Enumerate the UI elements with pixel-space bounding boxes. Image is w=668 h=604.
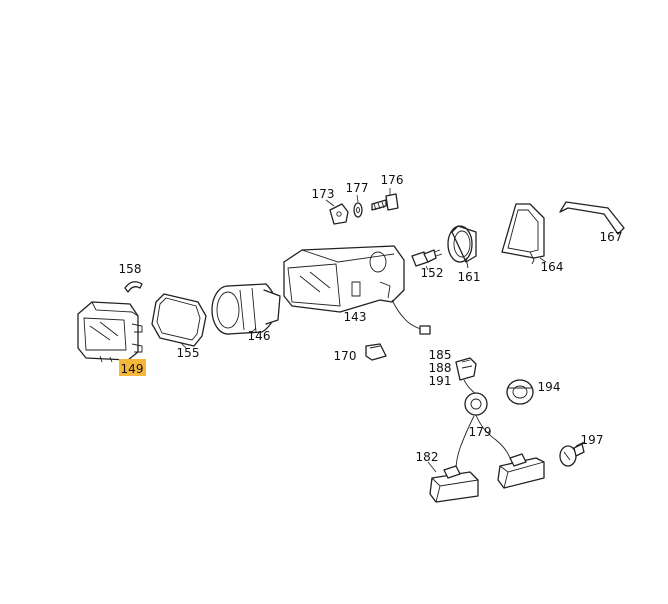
part-182-marker-left[interactable]: [429, 465, 479, 503]
leader-182: [427, 461, 437, 473]
part-149-highlight: [119, 359, 146, 376]
label-143: 143: [344, 310, 367, 324]
label-173: 173: [312, 187, 335, 201]
label-185: 185: [429, 348, 452, 362]
label-161: 161: [458, 270, 481, 284]
part-146-reflector[interactable]: [211, 283, 281, 335]
label-191: 191: [429, 374, 452, 388]
leader-155: [179, 341, 187, 349]
part-176-screw[interactable]: [371, 193, 399, 211]
part-197-bulb[interactable]: [559, 443, 585, 467]
label-164: 164: [541, 260, 564, 274]
part-167-seal[interactable]: [559, 201, 625, 235]
part-179-cable[interactable]: [455, 392, 511, 471]
part-182-marker-right[interactable]: [497, 453, 545, 489]
label-149: 149: [121, 362, 144, 376]
leader-173: [325, 199, 335, 207]
part-170-clip[interactable]: [365, 343, 387, 361]
label-176: 176: [381, 173, 404, 187]
label-188: 188: [429, 361, 452, 375]
leader-146: [251, 327, 257, 333]
label-155: 155: [177, 346, 200, 360]
label-146: 146: [248, 329, 271, 343]
part-155-gasket[interactable]: [151, 293, 207, 347]
part-161-ring[interactable]: [447, 225, 477, 269]
part-158-clip[interactable]: [124, 281, 143, 293]
part-177-washer[interactable]: [353, 202, 363, 218]
leader-152: [425, 265, 429, 271]
label-182: 182: [416, 450, 439, 464]
label-167: 167: [600, 230, 623, 244]
label-170: 170: [334, 349, 357, 363]
leader-177: [356, 194, 359, 203]
label-179: 179: [469, 425, 492, 439]
label-194: 194: [538, 380, 561, 394]
part-143-headlamp[interactable]: [283, 245, 431, 335]
part-185-socket[interactable]: [455, 357, 477, 395]
part-152-bulb[interactable]: [411, 249, 443, 267]
part-149-fog-lamp[interactable]: [77, 301, 143, 363]
part-164-frame[interactable]: [501, 203, 545, 265]
part-173-bracket[interactable]: [329, 203, 349, 225]
label-177: 177: [346, 181, 369, 195]
label-197: 197: [581, 433, 604, 447]
part-194-grommet[interactable]: [506, 379, 534, 405]
leader-164: [539, 257, 547, 263]
leader-197: [575, 441, 585, 447]
label-158: 158: [119, 262, 142, 276]
label-152: 152: [421, 266, 444, 280]
